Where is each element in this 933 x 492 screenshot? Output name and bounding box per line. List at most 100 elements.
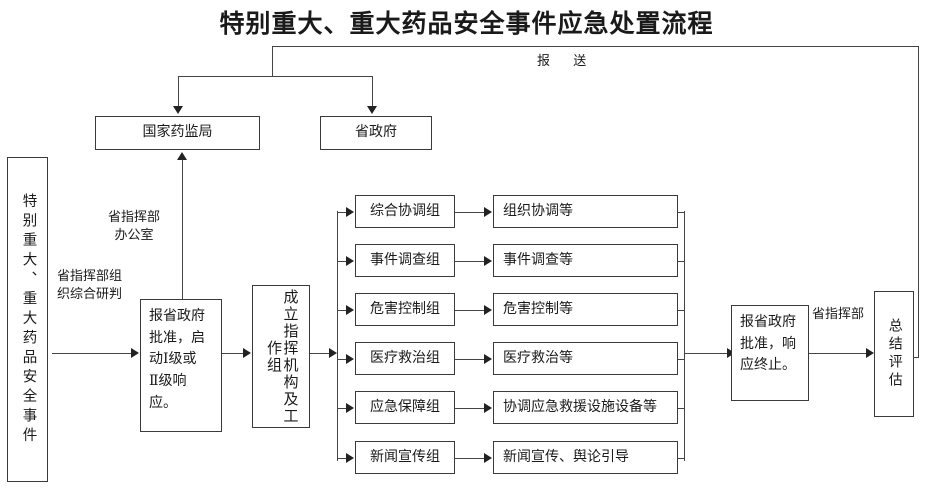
report-label: 报 送 [537,53,597,68]
node-approve-end-line3: 应终止。 [740,358,796,374]
label-provincial-command-office: 省指挥部 办公室 [108,208,160,243]
group-to-task-arrow [484,255,492,266]
approve-to-establish-line [222,353,244,354]
node-establish-command-label: 成立指挥机构及工作组 [265,288,298,425]
task-to-collector-line [678,358,684,360]
node-group-label: 综合协调组 [370,203,440,219]
bus-to-group-arrow [346,353,354,364]
group-distribution-bus [337,211,338,461]
bus-to-group-arrow [346,206,354,217]
node-task-label: 协调应急救援设施设备等 [503,399,657,415]
group-to-task-line [455,457,484,459]
bus-to-group-line [337,457,347,459]
task-to-collector-line [678,260,684,262]
node-approve-end[interactable]: 报省政府 批准，响 应终止。 [731,305,809,401]
node-approve-end-line1: 报省政府 [740,315,796,330]
report-bus-left-drop-line [272,46,273,77]
report-to-nmpa-arrow [173,106,183,114]
node-nmpa-label: 国家药监局 [142,125,213,141]
summary-to-report-bus-line [913,357,919,358]
node-provincial-government-label: 省政府 [355,125,397,141]
report-split-horizontal-line [178,76,372,77]
node-group-6[interactable]: 新闻宣传组 [355,441,455,474]
label-provincial-command: 省指挥部 [812,306,865,321]
report-to-provgov-arrow [367,106,377,114]
report-bus-right-vertical-line [918,46,919,358]
node-group-label: 危害控制组 [370,301,440,317]
node-group-1[interactable]: 综合协调组 [355,195,455,228]
node-task-label: 危害控制等 [503,301,573,317]
node-task-3[interactable]: 危害控制等 [493,293,678,326]
node-approve-start[interactable]: 报省政府 批准，启 动Ⅰ级或 Ⅱ级响 应。 [140,299,222,432]
node-approve-start-line3: 动Ⅰ级或 [149,352,197,368]
node-summary-evaluation-label: 总结评估 [886,318,902,390]
group-to-task-line [455,358,484,360]
group-to-task-line [455,309,484,311]
node-task-5[interactable]: 协调应急救援设施设备等 [493,391,678,424]
node-task-label: 医疗救治等 [503,350,573,366]
node-group-label: 医疗救治组 [370,350,440,366]
bus-to-group-arrow [346,304,354,315]
node-task-label: 组织协调等 [503,203,573,219]
node-approve-start-line4: Ⅱ级响 [149,374,187,390]
label-provincial-command-research-line2: 织综合研判 [57,285,123,301]
establish-to-bus-line [310,353,330,354]
node-approve-start-line2: 批准，启 [149,330,205,346]
approve-to-establish-arrow [243,348,251,358]
report-bus-horizontal-line [272,46,919,47]
approve-to-nmpa-arrow [177,152,187,160]
bus-to-group-line [337,260,347,262]
node-incident-label: 特别重大、重大药品安全事件 [20,192,37,447]
node-approve-end-line2: 批准，响 [740,336,796,352]
task-to-collector-line [678,407,684,409]
page-title: 特别重大、重大药品安全事件应急处置流程 [219,11,714,38]
approve-end-to-summary-arrow [866,348,874,358]
group-to-task-line [455,407,484,409]
task-to-collector-line [678,211,684,213]
collector-to-approve-end-line [684,353,728,354]
group-collector-bus [684,211,685,461]
group-to-task-arrow [484,402,492,413]
node-task-2[interactable]: 事件调查等 [493,244,678,277]
node-group-3[interactable]: 危害控制组 [355,293,455,326]
bus-to-group-line [337,309,347,311]
label-provincial-command-office-line1: 省指挥部 [108,209,161,224]
node-task-label: 新闻宣传、舆论引导 [503,449,629,465]
group-to-task-arrow [484,304,492,315]
node-approve-start-line1: 报省政府 [149,309,205,324]
bus-to-group-arrow [346,255,354,266]
node-group-2[interactable]: 事件调查组 [355,244,455,277]
report-to-nmpa-line [178,76,179,108]
bus-to-group-arrow [346,452,354,463]
node-task-label: 事件调查等 [503,252,573,268]
node-establish-command[interactable]: 成立指挥机构及工作组 [252,285,310,428]
approve-to-nmpa-line [182,160,183,299]
node-group-5[interactable]: 应急保障组 [355,391,455,424]
bus-to-group-line [337,358,347,360]
bus-to-group-arrow [346,402,354,413]
group-to-task-arrow [484,206,492,217]
group-to-task-arrow [484,353,492,364]
task-to-collector-line [678,309,684,311]
node-task-6[interactable]: 新闻宣传、舆论引导 [493,441,678,474]
node-group-label: 新闻宣传组 [370,449,440,465]
node-task-4[interactable]: 医疗救治等 [493,342,678,375]
incident-to-approve-arrow [131,348,139,358]
incident-to-approve-line [52,353,132,354]
label-provincial-command-research: 省指挥部组 织综合研判 [57,267,122,302]
node-summary-evaluation[interactable]: 总结评估 [874,291,914,417]
node-approve-start-line5: 应。 [149,395,177,411]
node-nmpa[interactable]: 国家药监局 [95,116,260,150]
node-provincial-government[interactable]: 省政府 [320,116,432,150]
report-to-provgov-line [372,76,373,108]
establish-to-bus-arrow [329,348,337,358]
node-task-1[interactable]: 组织协调等 [493,195,678,228]
node-incident[interactable]: 特别重大、重大药品安全事件 [7,157,48,482]
bus-to-group-line [337,211,347,213]
label-provincial-command-research-line1: 省指挥部组 [57,268,123,283]
approve-end-to-summary-line [809,353,867,354]
node-group-4[interactable]: 医疗救治组 [355,342,455,375]
group-to-task-line [455,260,484,262]
node-group-label: 应急保障组 [370,399,440,415]
